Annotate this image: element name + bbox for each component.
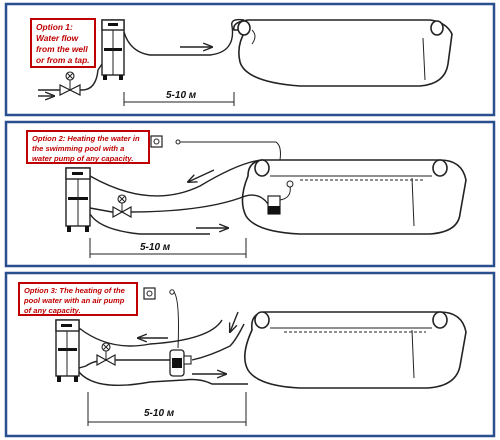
dimension-2: [89, 238, 247, 258]
dimension-3: [87, 392, 247, 426]
pump-band: [172, 358, 182, 368]
lower-pipe-3: [78, 371, 248, 387]
heater-display: [61, 324, 72, 327]
pool-ring-right: [432, 311, 448, 329]
outlet-pipe-1: [123, 18, 245, 56]
socket-box: [150, 135, 163, 148]
heater-leg: [74, 376, 78, 382]
valve-left: [112, 205, 124, 219]
return-pipe-2: [89, 159, 263, 197]
distance-label-3: 5-10 м: [144, 408, 175, 419]
pump-motor: [183, 355, 192, 365]
heater-leg: [57, 376, 61, 382]
heater-unit-2: [65, 167, 91, 232]
pump-base: [268, 206, 280, 214]
down-arrow-3: [230, 311, 239, 332]
heater-display: [108, 23, 118, 26]
socket-box: [143, 287, 156, 300]
pool-body: [232, 19, 453, 87]
option-1-label: Option 1: Water flow from the well or fr…: [30, 18, 96, 68]
water-pump: [267, 180, 294, 215]
valve-cross: [102, 343, 110, 351]
distance-label-1: 5-10 м: [166, 90, 197, 101]
plug: [169, 289, 175, 295]
valve-left: [59, 84, 72, 96]
suction-pipe-3: [191, 323, 245, 361]
power-socket-2: [150, 135, 281, 161]
valve-cross: [66, 72, 74, 80]
pool-1: [232, 19, 453, 87]
heater-display: [72, 172, 83, 175]
heater-leg: [103, 75, 107, 80]
pump-float: [286, 180, 294, 188]
socket-hole: [153, 138, 160, 145]
valve-right: [120, 205, 132, 219]
valve-3: [96, 342, 116, 367]
lower-pipe-2: [89, 213, 210, 235]
pool-ring-left: [237, 20, 251, 36]
pump-cable: [279, 185, 291, 201]
pool-fold: [251, 29, 256, 45]
pool-fold: [422, 37, 426, 81]
pool-ring-right: [430, 20, 444, 36]
pool-ring-left: [254, 311, 270, 329]
dimension-1: [123, 92, 235, 106]
socket-hole: [146, 290, 153, 297]
panel-option-3: [4, 271, 496, 438]
option-2-label: Option 2: Heating the water in the swimm…: [26, 130, 150, 164]
heater-leg: [67, 226, 71, 232]
valve-1: [59, 71, 81, 96]
return-arrow-2: [188, 169, 215, 182]
pool-fold: [411, 329, 415, 379]
valve-cross: [118, 195, 126, 203]
pool-ring-right: [432, 159, 448, 177]
inlet-pipe-1: [38, 63, 103, 91]
pool-3: [244, 311, 467, 389]
valve-right: [104, 353, 116, 367]
power-cable: [180, 141, 281, 161]
upper-pipe-3: [78, 319, 223, 347]
heater-leg: [85, 226, 89, 232]
air-pump: [169, 349, 192, 377]
valve-right: [68, 84, 81, 96]
option-3-label: Option 3: The heating of the pool water …: [18, 282, 138, 316]
heater-unit-3: [55, 319, 80, 382]
supply-pipe-2: [89, 194, 269, 213]
pool-2: [241, 159, 467, 235]
pool-ring-left: [254, 159, 270, 177]
pool-fold: [411, 177, 415, 227]
valve-left: [96, 353, 108, 367]
distance-label-2: 5-10 м: [140, 242, 171, 253]
heater-leg: [119, 75, 123, 80]
panel-option-1: [4, 2, 496, 117]
plug: [175, 139, 181, 145]
valve-2: [112, 194, 132, 219]
heater-unit-1: [101, 19, 125, 80]
